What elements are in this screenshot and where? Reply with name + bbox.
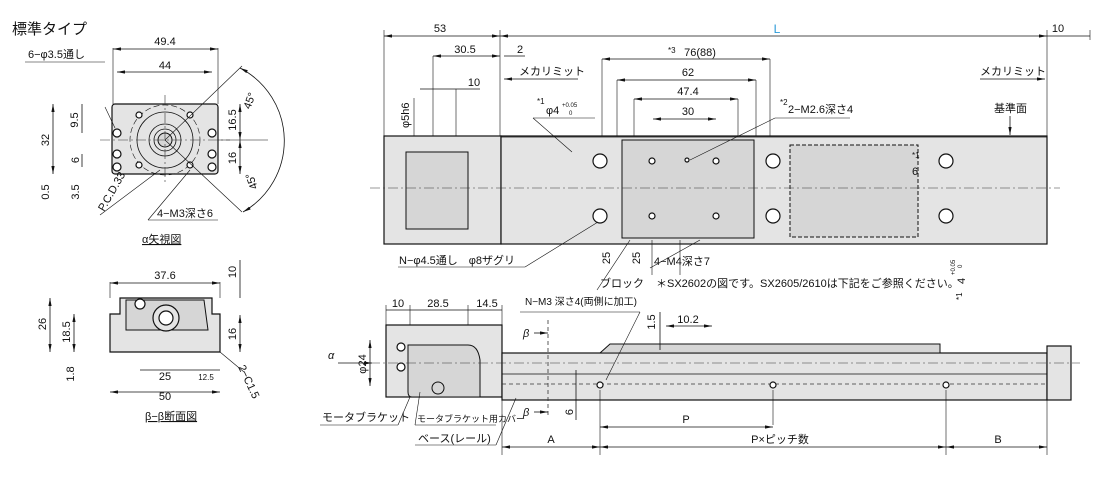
dim-A: A [547, 434, 555, 446]
side-view: 10 28.5 14.5 N−M3 深さ4(両側に加工) 1.5 10.2 φ2… [320, 295, 1080, 455]
dim-phi24: φ24 [357, 354, 369, 373]
mech-limit-right: メカリミット [980, 65, 1046, 78]
dim-10-right: 10 [1052, 23, 1064, 35]
dim-47-4: 47.4 [677, 86, 698, 98]
dim-2: 2 [517, 44, 523, 56]
pin-tol-lower: 0 [569, 111, 573, 117]
section-title: 標準タイプ [12, 21, 87, 38]
note-pcd: P.C.D.33 [96, 170, 128, 213]
motor-bracket-label: モータブラケット [322, 410, 410, 424]
dim-76-88: 76(88) [684, 47, 716, 59]
slot-label: 4 [956, 278, 968, 284]
rail-side [501, 352, 1048, 401]
block-label: ブロック [600, 276, 644, 290]
note-tap: 4−M3深さ6 [157, 207, 213, 220]
dim-3-5: 3.5 [70, 184, 82, 199]
tap-m4-note: 4−M4深さ7 [654, 255, 710, 268]
dim-26: 26 [37, 318, 49, 330]
dim-28-5: 28.5 [427, 298, 448, 310]
dim-6: 6 [70, 157, 82, 163]
chamfer-note: 2−C1.5 [235, 363, 261, 401]
pitch-P: P [682, 414, 689, 426]
dim-53: 53 [434, 23, 446, 35]
block-side [598, 343, 941, 354]
section-caption: β−β断面図 [145, 409, 197, 423]
top-view: 53 L 10 30.5 2 *3 76(88) メカリミット メカリミット 6… [370, 22, 1091, 300]
dim-16: 16 [227, 328, 239, 340]
dim-18-5: 18.5 [61, 321, 73, 342]
dim-50: 50 [159, 391, 171, 403]
dim-10: 10 [227, 266, 239, 278]
alpha-view: 49.4 44 9.5 32 6 0.5 3.5 16.5 16 45° 45°… [25, 36, 285, 246]
dim-10-shaft: 10 [468, 77, 480, 89]
note-holes: 6−φ3.5通し [28, 48, 85, 61]
slot-star: *1 [955, 292, 964, 300]
dim-B: B [994, 434, 1001, 446]
dim-1-8: 1.8 [65, 366, 77, 381]
tap-star: *2 [780, 98, 788, 107]
base-rail-label: ベース(レール) [418, 433, 491, 445]
model-note: ＊SX2602の図です。SX2605/2610は下記をご参照ください。 [656, 276, 959, 290]
tap-m26: 2−M2.6深さ4 [788, 103, 853, 116]
pitch-count: P×ピッチ数 [751, 433, 809, 446]
dim-14-5: 14.5 [476, 298, 497, 310]
alpha-arrow-label: α [328, 350, 335, 362]
dim-9-5: 9.5 [69, 112, 81, 127]
shaft-dia: φ5h6 [400, 103, 412, 129]
dim-30-5: 30.5 [454, 44, 475, 56]
star3: *3 [668, 46, 676, 55]
dim-6: 6 [564, 409, 576, 415]
dim-49-4: 49.4 [154, 36, 175, 48]
beta-top: β [522, 328, 530, 340]
slot-tol-lower: 0 [958, 264, 964, 268]
tap-note: N−M3 深さ4(両側に加工) [525, 295, 637, 308]
rail-top [500, 135, 1048, 245]
top-holes [592, 153, 954, 224]
bracket-cover [407, 344, 481, 398]
dim-16-5: 16.5 [227, 109, 239, 130]
dim-37-6: 37.6 [154, 270, 175, 282]
dim-L: L [774, 22, 781, 36]
reference-surface: 基準面 [994, 101, 1027, 115]
angle-45-bottom: 45° [244, 171, 261, 191]
dim-10: 10 [392, 298, 404, 310]
dim-10-2: 10.2 [677, 314, 698, 326]
dim-44: 44 [159, 60, 171, 72]
slot-tol-upper: +0.05 [951, 259, 957, 275]
slide-block [621, 139, 755, 239]
dim-25: 25 [159, 371, 171, 383]
pin-star: *1 [537, 97, 545, 106]
dim-25-a: 25 [601, 252, 613, 264]
mech-limit-left: メカリミット [519, 65, 585, 78]
beta-section-view: 37.6 10 26 18.5 16 1.8 25 12.5 50 2−C1.5… [37, 260, 261, 423]
dim-6: 6 [912, 166, 918, 178]
pin-hole-label: φ4 [546, 105, 559, 117]
alpha-view-caption: α矢視図 [142, 232, 181, 246]
dim-30: 30 [682, 106, 694, 118]
dim-1-5: 1.5 [646, 314, 658, 329]
mount-holes-note: N−φ4.5通し φ8ザグリ [399, 253, 515, 267]
beta-bottom: β [522, 407, 530, 419]
dim-16: 16 [227, 152, 239, 164]
star1-right: *1 [912, 151, 920, 160]
dim-32: 32 [40, 134, 52, 146]
dim-25-b: 25 [631, 252, 643, 264]
dim-0-5: 0.5 [40, 184, 52, 199]
dim-12-5: 12.5 [198, 373, 214, 382]
mount-holes [112, 111, 217, 172]
pin-tol-upper: +0.05 [562, 103, 578, 109]
bracket-cover-label: モータブラケット用カバー [417, 413, 525, 424]
dim-62: 62 [682, 67, 694, 79]
angle-45-top: 45° [242, 91, 259, 111]
